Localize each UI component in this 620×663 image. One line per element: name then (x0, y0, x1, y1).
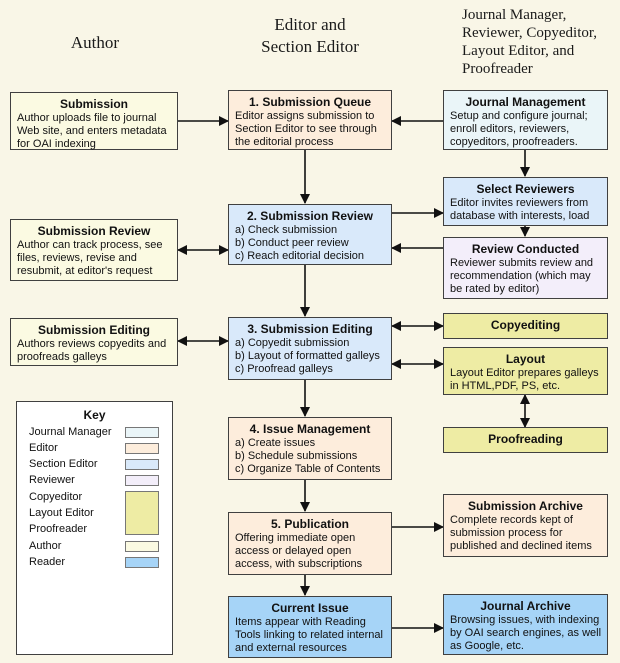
box-body: Offering immediate open access or delaye… (235, 532, 363, 570)
legend-swatch-reviewer (125, 475, 159, 486)
box-body: Setup and configure journal; enroll edit… (450, 110, 588, 148)
legend-label-copyeditor: Copyeditor (29, 491, 83, 503)
box-title: 2. Submission Review (246, 209, 374, 223)
legend-label-editor: Editor (29, 442, 58, 454)
box-title: Submission Archive (468, 499, 583, 513)
box-body: Author can track process, see files, rev… (17, 239, 163, 277)
box-body: Items appear with Reading Tools linking … (235, 616, 383, 654)
box-submission-editing-editor: 3. Submission Editing a) Copyedit submis… (228, 317, 392, 380)
legend-label-author: Author (29, 540, 62, 552)
box-body: a) Create issues b) Schedule submissions… (235, 437, 381, 475)
box-title: Journal Archive (480, 599, 571, 613)
legend-label-section-editor: Section Editor (29, 458, 98, 470)
box-body: Browsing issues, with indexing by OAI se… (450, 614, 602, 652)
box-title: Current Issue (271, 601, 349, 615)
legend-key: Key Journal Manager Editor Section Edito… (16, 401, 173, 655)
legend-swatch-author (125, 541, 159, 552)
box-title: Submission Review (37, 224, 151, 238)
box-title: Submission Editing (37, 323, 150, 337)
box-submission-queue: 1. Submission Queue Editor assigns submi… (228, 90, 392, 150)
legend-label-reader: Reader (29, 556, 66, 568)
legend-label-journal-manager: Journal Manager (29, 426, 112, 438)
box-title: Select Reviewers (476, 182, 575, 196)
box-current-issue: Current Issue Items appear with Reading … (228, 596, 392, 658)
column-header-author: Author (70, 33, 120, 52)
legend-swatch-journal-manager (125, 427, 159, 438)
legend-swatch-copyeditor-layout-proofreader (125, 491, 159, 535)
legend-swatch-section-editor (125, 459, 159, 470)
box-body: a) Copyedit submission b) Layout of form… (235, 337, 380, 375)
box-title: Proofreading (488, 432, 563, 446)
column-header-other-roles: Journal Manager, Reviewer, Copyeditor, L… (462, 7, 598, 77)
box-submission-review-author: Submission Review Author can track proce… (10, 219, 178, 281)
box-body: Editor invites reviewers from database w… (450, 197, 590, 222)
box-body: a) Check submission b) Conduct peer revi… (235, 224, 365, 262)
box-journal-management: Journal Management Setup and configure j… (443, 90, 608, 150)
box-title: 5. Publication (270, 517, 349, 531)
box-review-conducted: Review Conducted Reviewer submits review… (443, 237, 608, 299)
box-title: Submission (59, 97, 128, 111)
box-layout: Layout Layout Editor prepares galleys in… (443, 347, 608, 395)
column-header-editor-section-editor: Editor and Section Editor (261, 15, 359, 56)
box-publication: 5. Publication Offering immediate open a… (228, 512, 392, 575)
box-proofreading: Proofreading (443, 427, 608, 453)
box-submission-author: Submission Author uploads file to journa… (10, 92, 178, 150)
legend-label-layout-editor: Layout Editor (29, 507, 94, 519)
legend-label-proofreader: Proofreader (29, 523, 88, 535)
box-body: Author uploads file to journal Web site,… (17, 112, 167, 150)
box-body: Complete records kept of submission proc… (450, 514, 592, 552)
box-body: Reviewer submits review and recommendati… (450, 257, 594, 295)
legend-title: Key (83, 408, 106, 422)
box-journal-archive: Journal Archive Browsing issues, with in… (443, 594, 608, 655)
box-submission-editing-author: Submission Editing Authors reviews copye… (10, 318, 178, 366)
box-title: 3. Submission Editing (247, 322, 373, 336)
box-title: Copyediting (490, 318, 561, 332)
legend-label-reviewer: Reviewer (29, 474, 75, 486)
box-title: Journal Management (465, 95, 586, 109)
box-select-reviewers: Select Reviewers Editor invites reviewer… (443, 177, 608, 226)
box-title: 4. Issue Management (249, 422, 371, 436)
legend-swatch-reader (125, 557, 159, 568)
box-submission-review-editor: 2. Submission Review a) Check submission… (228, 204, 392, 265)
box-body: Editor assigns submission to Section Edi… (235, 110, 377, 148)
box-body: Authors reviews copyedits and proofreads… (17, 338, 167, 363)
box-submission-archive: Submission Archive Complete records kept… (443, 494, 608, 557)
box-issue-management: 4. Issue Management a) Create issues b) … (228, 417, 392, 480)
box-copyediting: Copyediting (443, 313, 608, 339)
box-title: Review Conducted (471, 242, 580, 256)
box-title: 1. Submission Queue (248, 95, 372, 109)
box-body: Layout Editor prepares galleys in HTML,P… (450, 367, 599, 392)
legend-swatch-editor (125, 443, 159, 454)
box-title: Layout (505, 352, 546, 366)
